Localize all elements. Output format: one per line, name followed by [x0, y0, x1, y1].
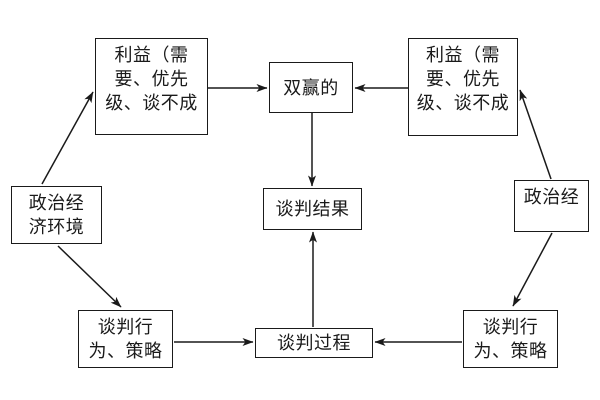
- node-behavior-right: 谈判行 为、策略: [463, 310, 558, 368]
- node-interests-right: 利益（需 要、优先 级、谈不成: [408, 38, 518, 136]
- node-text-line: 济环境: [28, 217, 85, 237]
- node-text-line: 要、优先: [114, 69, 189, 89]
- node-text-line: 双赢的: [283, 77, 339, 98]
- edge-env-left-to-behavior-left: [57, 245, 122, 308]
- node-text-line: 政治经: [28, 193, 85, 213]
- node-text-line: 利益（需: [426, 45, 500, 65]
- node-text-line: 谈判结果: [275, 199, 350, 219]
- node-env-right: 政治经: [514, 180, 589, 232]
- node-text-line: 级、谈不成: [105, 93, 198, 113]
- node-text-line: 谈判行: [482, 317, 539, 337]
- node-text-line: 谈判行: [97, 317, 154, 337]
- node-outcome: 谈判结果: [263, 188, 362, 230]
- node-win-win: 双赢的: [269, 62, 353, 113]
- edge-env-right-to-interests-right: [519, 89, 552, 180]
- node-text-line: 级、谈不成: [416, 93, 510, 113]
- edge-env-right-to-behavior-right: [512, 232, 553, 307]
- node-text-line: 谈判过程: [277, 333, 351, 353]
- node-text-line: 政治经: [523, 187, 580, 207]
- node-text-line: 为、策略: [88, 341, 163, 361]
- node-text-line: 为、策略: [473, 341, 548, 361]
- edge-env-left-to-interests-left: [41, 91, 94, 185]
- node-interests-left: 利益（需 要、优先 级、谈不成: [95, 38, 208, 135]
- node-text-line: 要、优先: [426, 69, 500, 89]
- node-env-left: 政治经 济环境: [11, 186, 102, 244]
- node-text-line: 利益（需: [114, 45, 189, 65]
- node-behavior-left: 谈判行 为、策略: [78, 310, 173, 368]
- node-process: 谈判过程: [255, 328, 373, 358]
